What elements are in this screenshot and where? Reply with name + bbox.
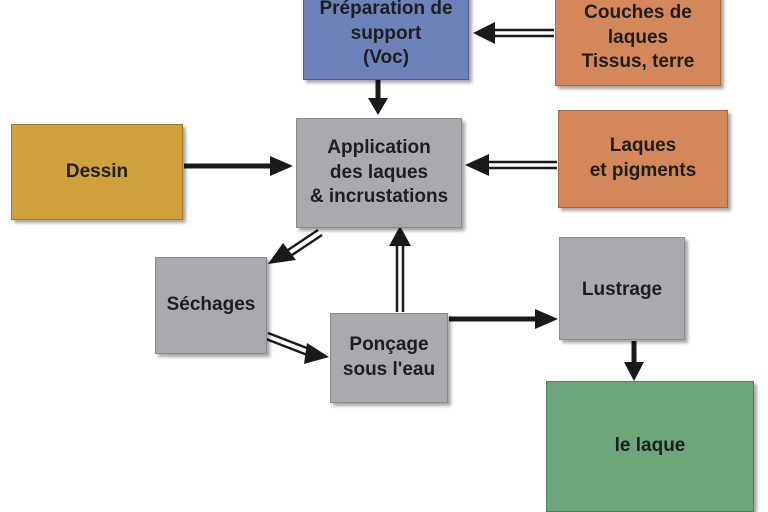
node-laques-pigments: Laques et pigments bbox=[558, 110, 728, 208]
arrow-application-to-sechages bbox=[268, 228, 323, 264]
node-poncage: Ponçage sous l'eau bbox=[330, 313, 448, 403]
arrow-sechages-to-poncage bbox=[265, 331, 329, 364]
node-dessin: Dessin bbox=[11, 124, 183, 220]
node-application: Application des laques & incrustations bbox=[296, 118, 462, 228]
arrow-lustrage-to-lelaque bbox=[624, 341, 644, 381]
arrow-poncage-to-lustrage bbox=[449, 309, 558, 329]
arrow-preparation-to-application bbox=[368, 80, 388, 115]
node-sechages: Séchages bbox=[155, 257, 267, 354]
node-preparation: Préparation de support (Voc) bbox=[303, 0, 469, 80]
arrow-poncage-to-application bbox=[389, 226, 411, 312]
node-couches: Couches de laques Tissus, terre bbox=[555, 0, 721, 86]
arrow-couches-to-preparation bbox=[473, 22, 554, 44]
arrow-dessin-to-application bbox=[184, 156, 293, 176]
node-le-laque: le laque bbox=[546, 381, 754, 512]
arrow-laques-to-application bbox=[465, 154, 557, 176]
node-lustrage: Lustrage bbox=[559, 237, 685, 340]
